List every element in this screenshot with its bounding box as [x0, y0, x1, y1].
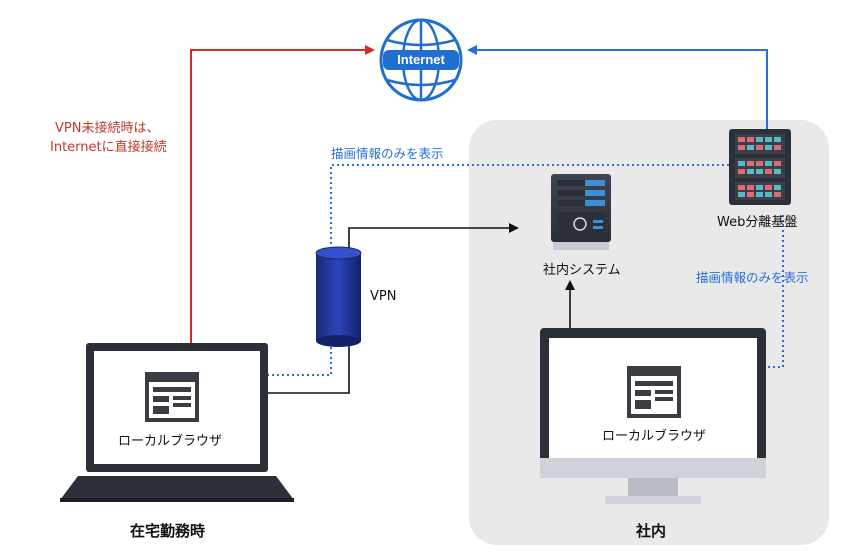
internal-system-label: 社内システム: [543, 263, 621, 278]
vpn-label: VPN: [370, 289, 397, 304]
monitor-browser-label: ローカルブラウザ: [602, 429, 707, 444]
server-rack-icon: [729, 129, 791, 205]
office-title: 社内: [636, 522, 667, 540]
vpn-cylinder-icon: [315, 246, 362, 347]
vpn-to-system-line: [348, 223, 519, 250]
internet-label: Internet: [397, 52, 445, 67]
web-isolation-label: Web分離基盤: [717, 215, 798, 230]
laptop-icon: [60, 343, 294, 502]
remote-work-title: 在宅勤務時: [130, 522, 206, 540]
globe-icon: [379, 18, 463, 102]
laptop-browser-label: ローカルブラウザ: [118, 434, 223, 449]
browser-window-icon: [627, 366, 681, 418]
blue-rack-to-internet-line: [467, 45, 768, 130]
red-direct-connection-line: [190, 49, 372, 362]
blue-label-right: 描画情報のみを表示: [696, 270, 809, 285]
server-icon: [551, 174, 611, 250]
blue-label-left: 描画情報のみを表示: [331, 146, 444, 161]
red-note-line1: VPN未接続時は、: [55, 121, 160, 136]
browser-window-icon: [145, 372, 199, 422]
red-note-line2: Internetに直接接続: [50, 140, 167, 155]
